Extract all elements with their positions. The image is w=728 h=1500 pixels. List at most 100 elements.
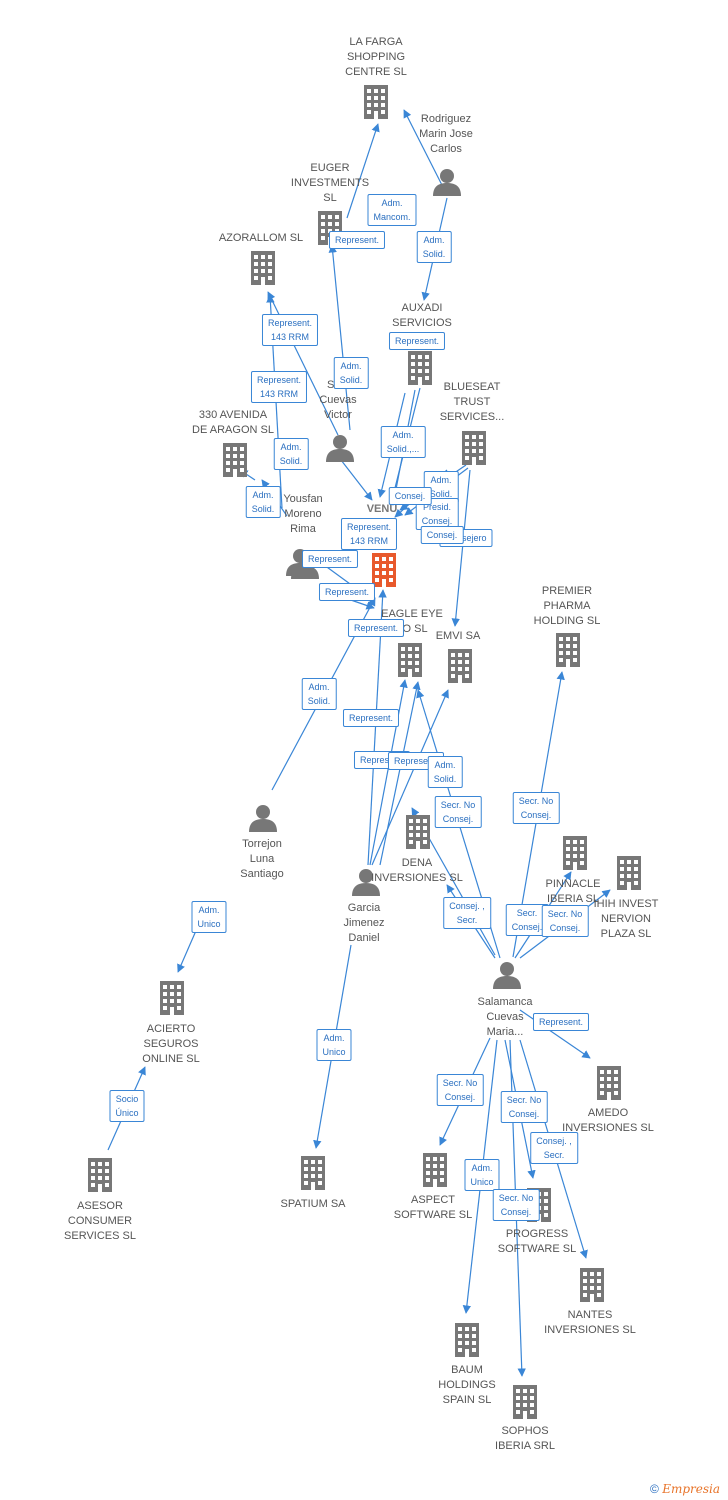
building-icon[interactable] [88,1158,112,1192]
edge-label[interactable]: Adm.Unico [191,901,227,933]
node-label-salamanca_v[interactable]: SalaCuevasVictor [319,378,356,423]
node-label-line: Victor [324,409,352,421]
edge-label[interactable]: Adm.Solid. [301,678,337,710]
node-label-line: EUGER [310,162,350,174]
building-icon[interactable] [580,1268,604,1302]
edge-label[interactable]: Represent. [347,619,405,637]
edge-label[interactable]: Represent.143 RRM [250,371,308,403]
building-icon[interactable] [160,981,184,1015]
node-label-line: INVERSIONES SL [562,1122,654,1134]
edge-label-line: Secr. No [518,796,554,806]
edge-label[interactable]: Adm.Unico [464,1159,500,1191]
edge-label[interactable]: Secr.Consej. [505,904,549,936]
edge-label[interactable]: Adm.Solid. [245,486,281,518]
edge-label[interactable]: Adm.Solid. [273,438,309,470]
edge-label-line: Secr. No [498,1193,534,1203]
edge-label[interactable]: Represent. [532,1013,590,1031]
building-icon[interactable] [251,251,275,285]
building-icon[interactable] [563,836,587,870]
edge-label-line: Socio [115,1094,139,1104]
building-icon[interactable] [617,856,641,890]
building-icon[interactable] [448,649,472,683]
building-icon[interactable] [223,443,247,477]
node-label-line: PHARMA [543,600,591,612]
edge-label-line: Adm. [430,475,452,485]
building-icon[interactable] [423,1153,447,1187]
node-label-azorallom[interactable]: AZORALLOM SL [219,231,303,246]
edge-label[interactable]: Consej. ,Secr. [530,1132,578,1164]
edge-label[interactable]: Represent. [301,550,359,568]
edge-label[interactable]: Represent. [342,709,400,727]
person-icon[interactable] [249,805,277,832]
edge-label[interactable]: Represent. [388,332,446,350]
building-icon[interactable] [406,815,430,849]
edge-label[interactable]: Consej. [388,487,432,505]
edge-label-line: Consejero [445,533,487,543]
building-icon[interactable] [597,1066,621,1100]
person-icon[interactable] [326,435,354,462]
building-icon[interactable] [513,1385,537,1419]
edge-label[interactable]: Represent.143 RRM [261,314,319,346]
node-label-line: INVESTMENTS [290,177,370,189]
footer-brand[interactable]: © Empresia [650,1482,720,1496]
edge-label[interactable]: Adm.Solid. [416,231,452,263]
node-label-line: DENA [401,857,433,869]
edge-label[interactable]: Adm.Solid.,... [380,426,426,458]
edge-label[interactable]: Consej. [420,526,464,544]
edge-label[interactable]: Adm.Unico [316,1029,352,1061]
edge-label[interactable]: Represent. [328,231,386,249]
edge-label-line: Solid. [251,504,275,514]
building-icon[interactable] [556,633,580,667]
node-label-spatium[interactable]: SPATIUM SA [281,1197,346,1212]
edge-label[interactable]: Represent. [318,583,376,601]
edge-label-line: Represent. [538,1017,584,1027]
edge-label[interactable]: Consej. ,Secr. [443,897,491,929]
edge-label[interactable]: Adm.Solid. [427,756,463,788]
building-icon[interactable] [398,643,422,677]
node-label-line: SPAIN SL [442,1394,492,1406]
edge-label[interactable]: Adm.Solid. [333,357,369,389]
edge-label[interactable]: Adm.Mancom. [367,194,417,226]
building-icon[interactable] [462,431,486,465]
building-icon[interactable] [364,85,388,119]
node-label-emvi[interactable]: EMVI SA [436,629,481,644]
edge-label[interactable]: Represent.143 RRM [340,518,398,550]
building-icon[interactable] [301,1156,325,1190]
building-icon[interactable] [408,351,432,385]
main-company-building-icon[interactable] [372,553,396,587]
node-label-line: PROGRESS [505,1228,569,1240]
building-icon[interactable] [455,1323,479,1357]
person-icon[interactable] [493,962,521,989]
person-icon[interactable] [433,169,461,196]
